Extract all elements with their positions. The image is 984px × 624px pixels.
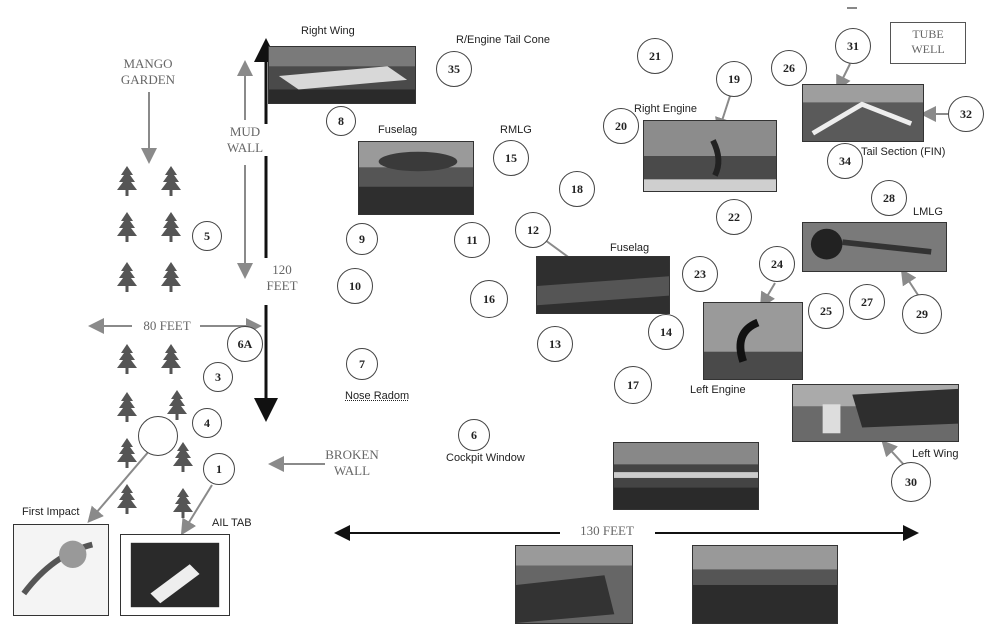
lmlg-photo (802, 222, 947, 272)
marker-3: 3 (203, 362, 233, 392)
marker-14: 14 (648, 314, 684, 350)
marker-20: 20 (603, 108, 639, 144)
right-wing-label: Right Wing (301, 25, 355, 37)
debris-photo-3 (692, 545, 838, 624)
m29-arrow (900, 268, 919, 296)
marker-9: 9 (346, 223, 378, 255)
tree-icon (116, 212, 138, 242)
marker-17: 17 (614, 366, 652, 404)
marker-5: 5 (192, 221, 222, 251)
tree-icon (116, 166, 138, 196)
marker-8: 8 (326, 106, 356, 136)
left-wing-label: Left Wing (912, 448, 959, 460)
tree-icon (160, 166, 182, 196)
marker-1: 1 (203, 453, 235, 485)
marker-18: 18 (559, 171, 595, 207)
right-engine-label: Right Engine (634, 103, 697, 115)
tree-icon (116, 344, 138, 374)
marker-28: 28 (871, 180, 907, 216)
marker-27: 27 (849, 284, 885, 320)
tree-icon (166, 390, 188, 420)
first-impact-arrow (87, 449, 151, 524)
tree-icon (116, 262, 138, 292)
tree-icon (116, 484, 138, 514)
marker-15: 15 (493, 140, 529, 176)
debris-photo-2 (515, 545, 633, 624)
first-impact-photo (13, 524, 109, 616)
fuselag-photo-2 (536, 256, 670, 314)
left-engine-label: Left Engine (690, 384, 746, 396)
ail-tab-label: AIL TAB (212, 517, 252, 529)
marker-29: 29 (902, 294, 942, 334)
first-impact-point (138, 416, 178, 456)
feet-120-label: 120 FEET (266, 262, 298, 293)
marker-30: 30 (891, 462, 931, 502)
tree-icon (160, 344, 182, 374)
marker-34: 34 (827, 143, 863, 179)
left-engine-photo (703, 302, 803, 380)
marker-24: 24 (759, 246, 795, 282)
rmlg-label: RMLG (500, 124, 532, 136)
marker-6: 6 (458, 419, 490, 451)
tube-well-box: TUBE WELL (890, 22, 966, 64)
r-engine-tail-cone-label: R/Engine Tail Cone (456, 34, 550, 46)
marker-22: 22 (716, 199, 752, 235)
marker-35: 35 (436, 51, 472, 87)
tree-icon (116, 392, 138, 422)
tree-icon (172, 442, 194, 472)
mud-wall-label: MUD WALL (218, 124, 272, 156)
left-wing-photo (792, 384, 959, 442)
marker-16: 16 (470, 280, 508, 318)
first-impact-label: First Impact (22, 506, 80, 518)
marker-7: 7 (346, 348, 378, 380)
ail-tab-photo (120, 534, 230, 616)
fuselag-photo-1 (358, 141, 474, 215)
lmlg-label: LMLG (913, 206, 943, 218)
marker-4: 4 (192, 408, 222, 438)
right-wing-photo (268, 46, 416, 104)
marker-12: 12 (515, 212, 551, 248)
marker-19: 19 (716, 61, 752, 97)
tail-section-label: Tail Section (FIN) (861, 146, 946, 158)
fuselag-label-2: Fuselag (610, 242, 650, 254)
cockpit-window-label: Cockpit Window (446, 452, 525, 464)
marker-31: 31 (835, 28, 871, 64)
m24-arrow (759, 282, 776, 309)
marker-25: 25 (808, 293, 844, 329)
marker-26: 26 (771, 50, 807, 86)
right-engine-photo (643, 120, 777, 192)
marker-21: 21 (637, 38, 673, 74)
tail-section-photo (802, 84, 924, 142)
tree-icon (160, 262, 182, 292)
marker-23: 23 (682, 256, 718, 292)
ail-tab-arrow (180, 484, 213, 536)
marker-10: 10 (337, 268, 373, 304)
nose-radom-label: Nose Radom (345, 390, 410, 402)
tree-icon (160, 212, 182, 242)
tree-icon (116, 438, 138, 468)
m30-arrow (881, 440, 906, 467)
tree-icon (172, 488, 194, 518)
fuselag-label-1: Fuselag (378, 124, 418, 136)
marker-6a: 6A (227, 326, 263, 362)
marker-13: 13 (537, 326, 573, 362)
marker-11: 11 (454, 222, 490, 258)
feet-80-label: 80 FEET (143, 318, 191, 333)
broken-wall-label: BROKEN WALL (325, 447, 379, 478)
feet-130-label: 130 FEET (580, 523, 634, 538)
marker-32: 32 (948, 96, 984, 132)
mango-garden-label: MANGO GARDEN (120, 56, 176, 87)
debris-photo-1 (613, 442, 759, 510)
